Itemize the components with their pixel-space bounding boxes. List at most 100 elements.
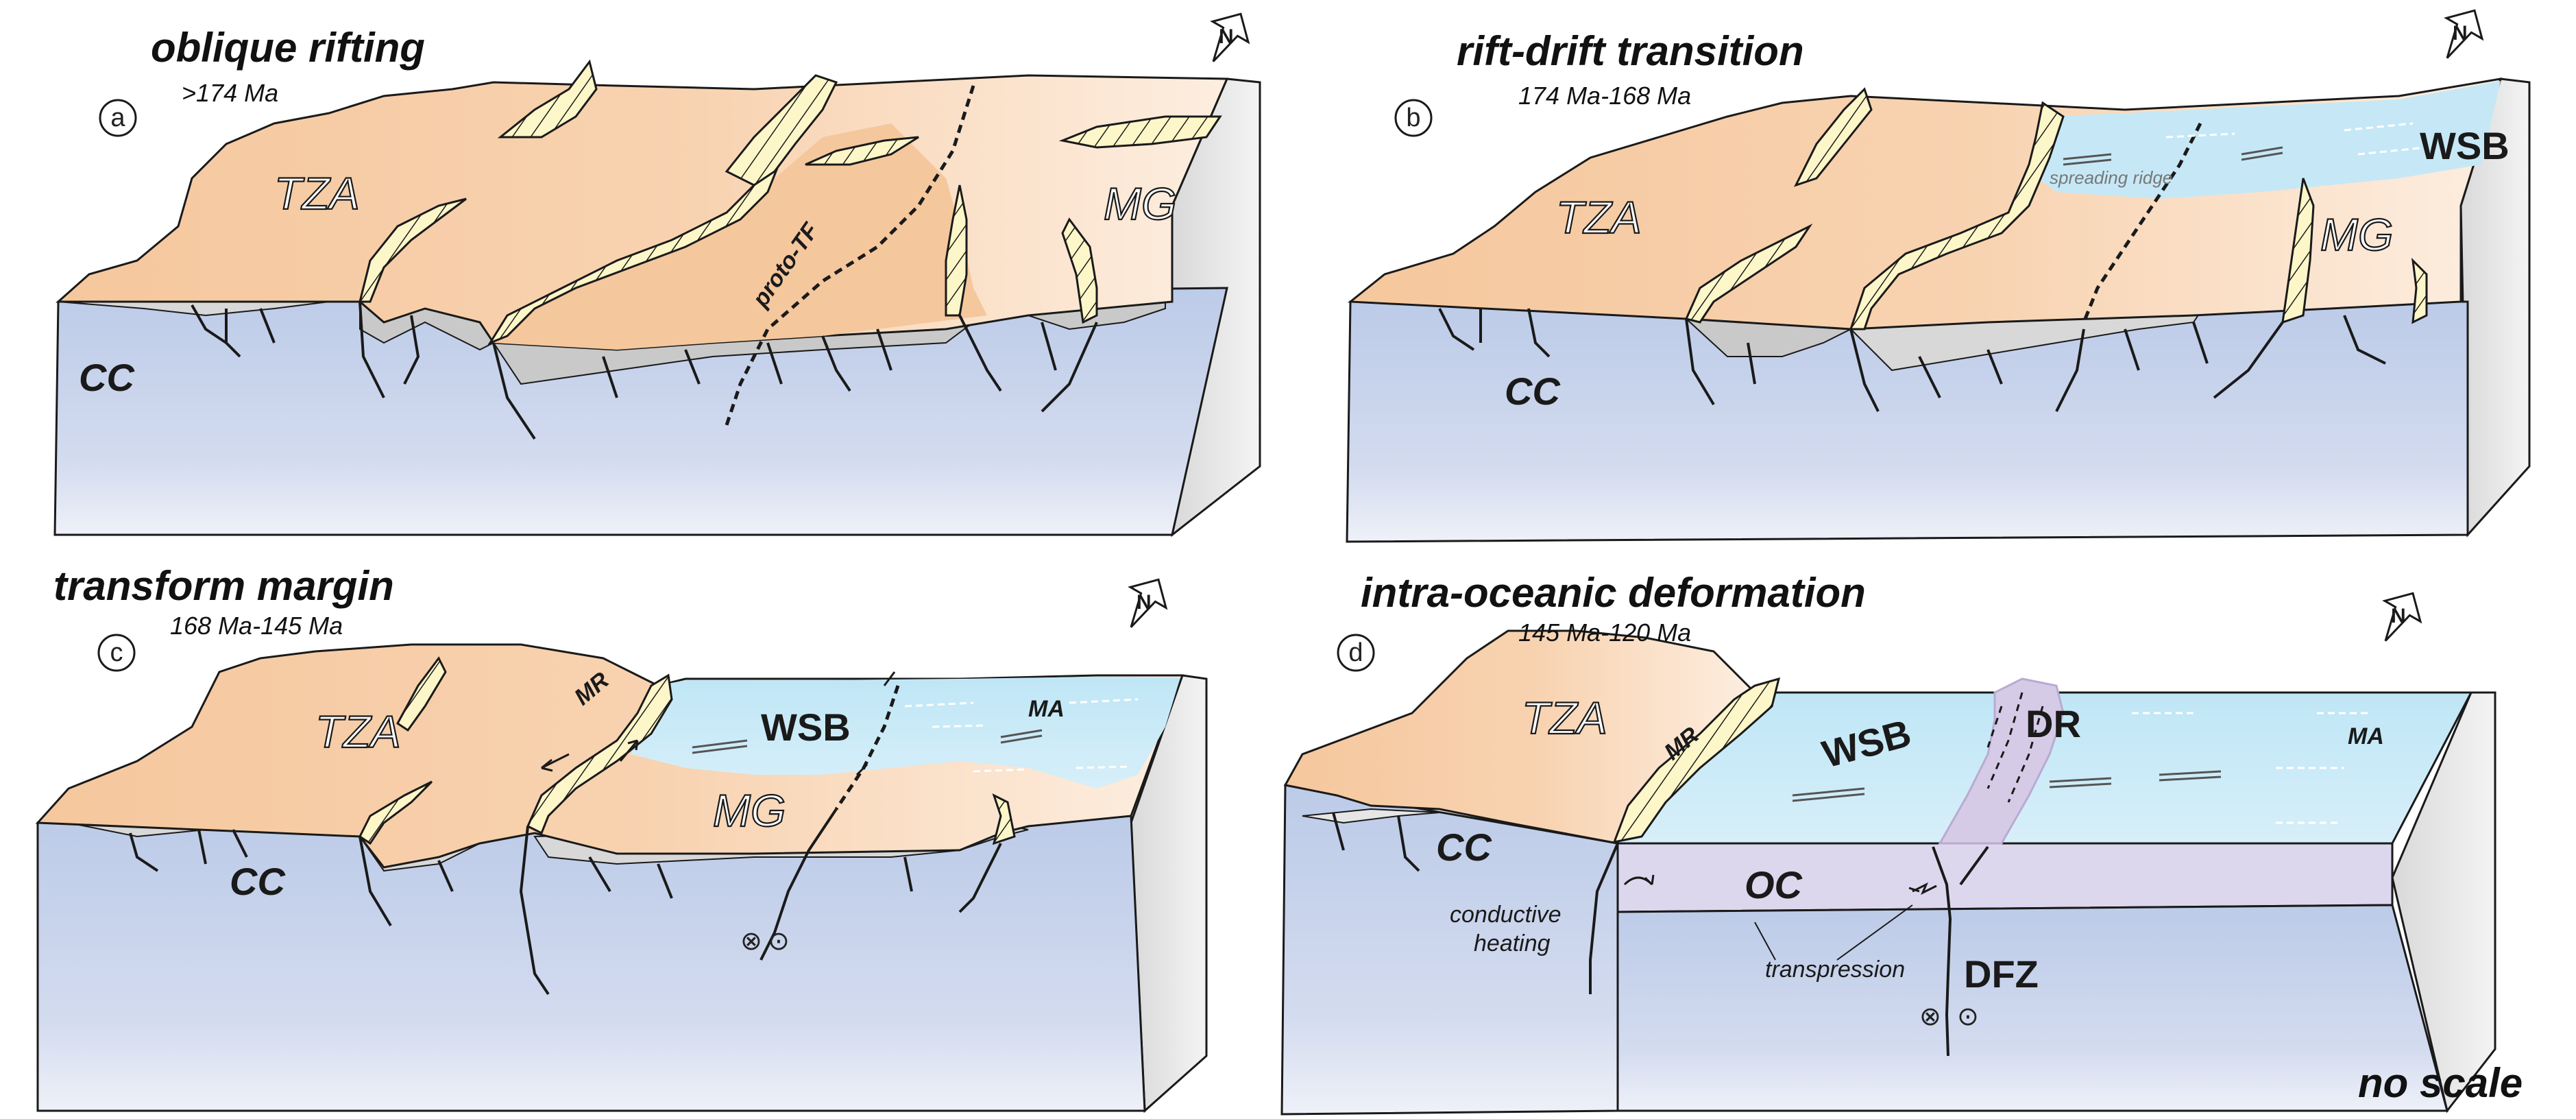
block-right-face: [1130, 674, 1208, 1114]
rift-flank-mr: [1612, 677, 1781, 844]
panel-a-oblique-rifting: oblique rifting >174 Ma a TZA MG CC prot…: [53, 12, 1261, 538]
transform-fault-dashed: [834, 685, 900, 810]
normal-faults: [1332, 812, 1619, 994]
dfz-fault: [1932, 845, 1989, 1057]
rift-flank-mr: [526, 673, 673, 835]
north-arrow-icon: N: [2382, 592, 2422, 642]
strike-slip-into: ⊗: [1919, 1002, 1941, 1031]
transpression-pointers: [1754, 904, 1913, 961]
rift-flank: [1794, 87, 1873, 187]
spreading-ridge-marks: [1792, 770, 2222, 802]
rift-flank: [359, 197, 467, 303]
deformation-ridge: [1938, 677, 2065, 845]
rift-flank: [992, 793, 1016, 845]
ocean-basin: [631, 677, 1180, 789]
svg-text:N: N: [2453, 22, 2468, 45]
ocean-dashes: [2165, 122, 2427, 156]
ocean-dashes: [904, 698, 1139, 773]
block-right-face: [2391, 691, 2496, 1114]
label-conductive: conductive: [1450, 902, 1562, 928]
strike-slip-out: ⊙: [1957, 1002, 1979, 1031]
panel-c-badge: [97, 634, 136, 672]
label-tza: TZA: [1522, 693, 1607, 743]
panel-d-letter: d: [1348, 638, 1363, 667]
north-arrow-icon: N: [1210, 12, 1250, 62]
label-cc: CC: [79, 356, 135, 399]
svg-text:N: N: [2391, 605, 2406, 627]
rift-flank: [497, 59, 598, 139]
panel-c-transform-margin: transform margin 168 Ma-145 Ma c TZA MG …: [35, 563, 1208, 1114]
transform-fault: [760, 808, 838, 961]
ocean-dashes: [2132, 712, 2372, 824]
label-ma: MA: [1028, 696, 1065, 722]
label-dfz: DFZ: [1964, 952, 2039, 996]
oceanic-crust: [1616, 842, 2394, 913]
rift-flank: [1058, 115, 1222, 149]
spreading-ridge-marks: [2063, 146, 2283, 166]
fault-block: [494, 123, 987, 350]
panel-d-age: 145 Ma-120 Ma: [1518, 618, 1691, 647]
panel-b-age: 174 Ma-168 Ma: [1518, 82, 1691, 110]
label-cc: CC: [230, 860, 286, 903]
label-wsb: WSB: [761, 706, 851, 749]
svg-text:N: N: [1137, 591, 1152, 614]
proto-tf-fault: [725, 85, 975, 426]
label-dr: DR: [2026, 702, 2081, 745]
rift-flank: [1684, 224, 1813, 324]
panel-b-badge: [1394, 99, 1433, 137]
label-spreading-ridge: spreading ridge: [2050, 167, 2172, 188]
panel-c-letter: c: [110, 638, 123, 667]
panel-a-title: oblique rifting: [151, 25, 425, 71]
label-cc: CC: [1505, 370, 1561, 413]
rift-flank: [805, 136, 919, 166]
panel-d-badge: [1337, 634, 1375, 672]
label-transpression: transpression: [1765, 956, 1905, 983]
panel-c-age: 168 Ma-145 Ma: [170, 612, 343, 640]
block-top-surface: [1283, 629, 1757, 845]
no-scale-note: no scale: [2358, 1060, 2523, 1106]
panel-c-title: transform margin: [53, 563, 394, 609]
north-arrow-icon: N: [2444, 9, 2484, 59]
panel-a-age: >174 Ma: [182, 79, 278, 107]
label-ma: MA: [2348, 723, 2384, 749]
normal-faults: [191, 301, 1098, 440]
mantle-layer: [1616, 904, 2449, 1112]
normal-faults: [1438, 308, 2386, 412]
rift-flank: [2411, 257, 2428, 324]
normal-faults: [129, 826, 1002, 996]
panel-d-intra-oceanic-deformation: intra-oceanic deformation 145 Ma-120 Ma …: [1280, 570, 2496, 1116]
north-arrow-icon: N: [1128, 578, 1168, 628]
rift-flank: [2281, 178, 2315, 324]
svg-text:N: N: [1219, 25, 1234, 48]
label-cc: CC: [1436, 826, 1492, 869]
strike-slip-into: ⊗: [740, 927, 762, 956]
label-mg: MG: [713, 785, 786, 836]
label-mg: MG: [1104, 178, 1176, 229]
spreading-ridge-marks: [692, 729, 1043, 754]
heating-arrows: [1623, 874, 1937, 895]
rift-flank: [1061, 217, 1098, 324]
panel-b-rift-drift-transition: rift-drift transition 174 Ma-168 Ma b TZ…: [1346, 9, 2531, 543]
panel-b-title: rift-drift transition: [1457, 28, 1804, 74]
rift-flank: [396, 656, 447, 732]
panel-b-letter: b: [1406, 104, 1420, 132]
ridge-dashes: [1986, 692, 2044, 803]
label-tza: TZA: [315, 706, 401, 757]
label-oc: OC: [1745, 863, 1803, 906]
rift-flank: [945, 184, 968, 317]
panel-a-badge: [99, 99, 137, 137]
label-heating: heating: [1474, 930, 1551, 956]
shear-arrows: [541, 671, 896, 776]
label-wsb: WSB: [2420, 124, 2510, 167]
label-tza: TZA: [1556, 192, 1642, 243]
label-mg: MG: [2320, 209, 2393, 260]
strike-slip-out: ⊙: [768, 927, 790, 956]
panel-a-letter: a: [110, 104, 125, 132]
panel-d-title: intra-oceanic deformation: [1361, 570, 1866, 616]
rift-flank: [725, 74, 838, 186]
label-tza: TZA: [274, 168, 360, 219]
rift-flank: [359, 780, 433, 845]
rift-flank: [1849, 101, 2065, 330]
